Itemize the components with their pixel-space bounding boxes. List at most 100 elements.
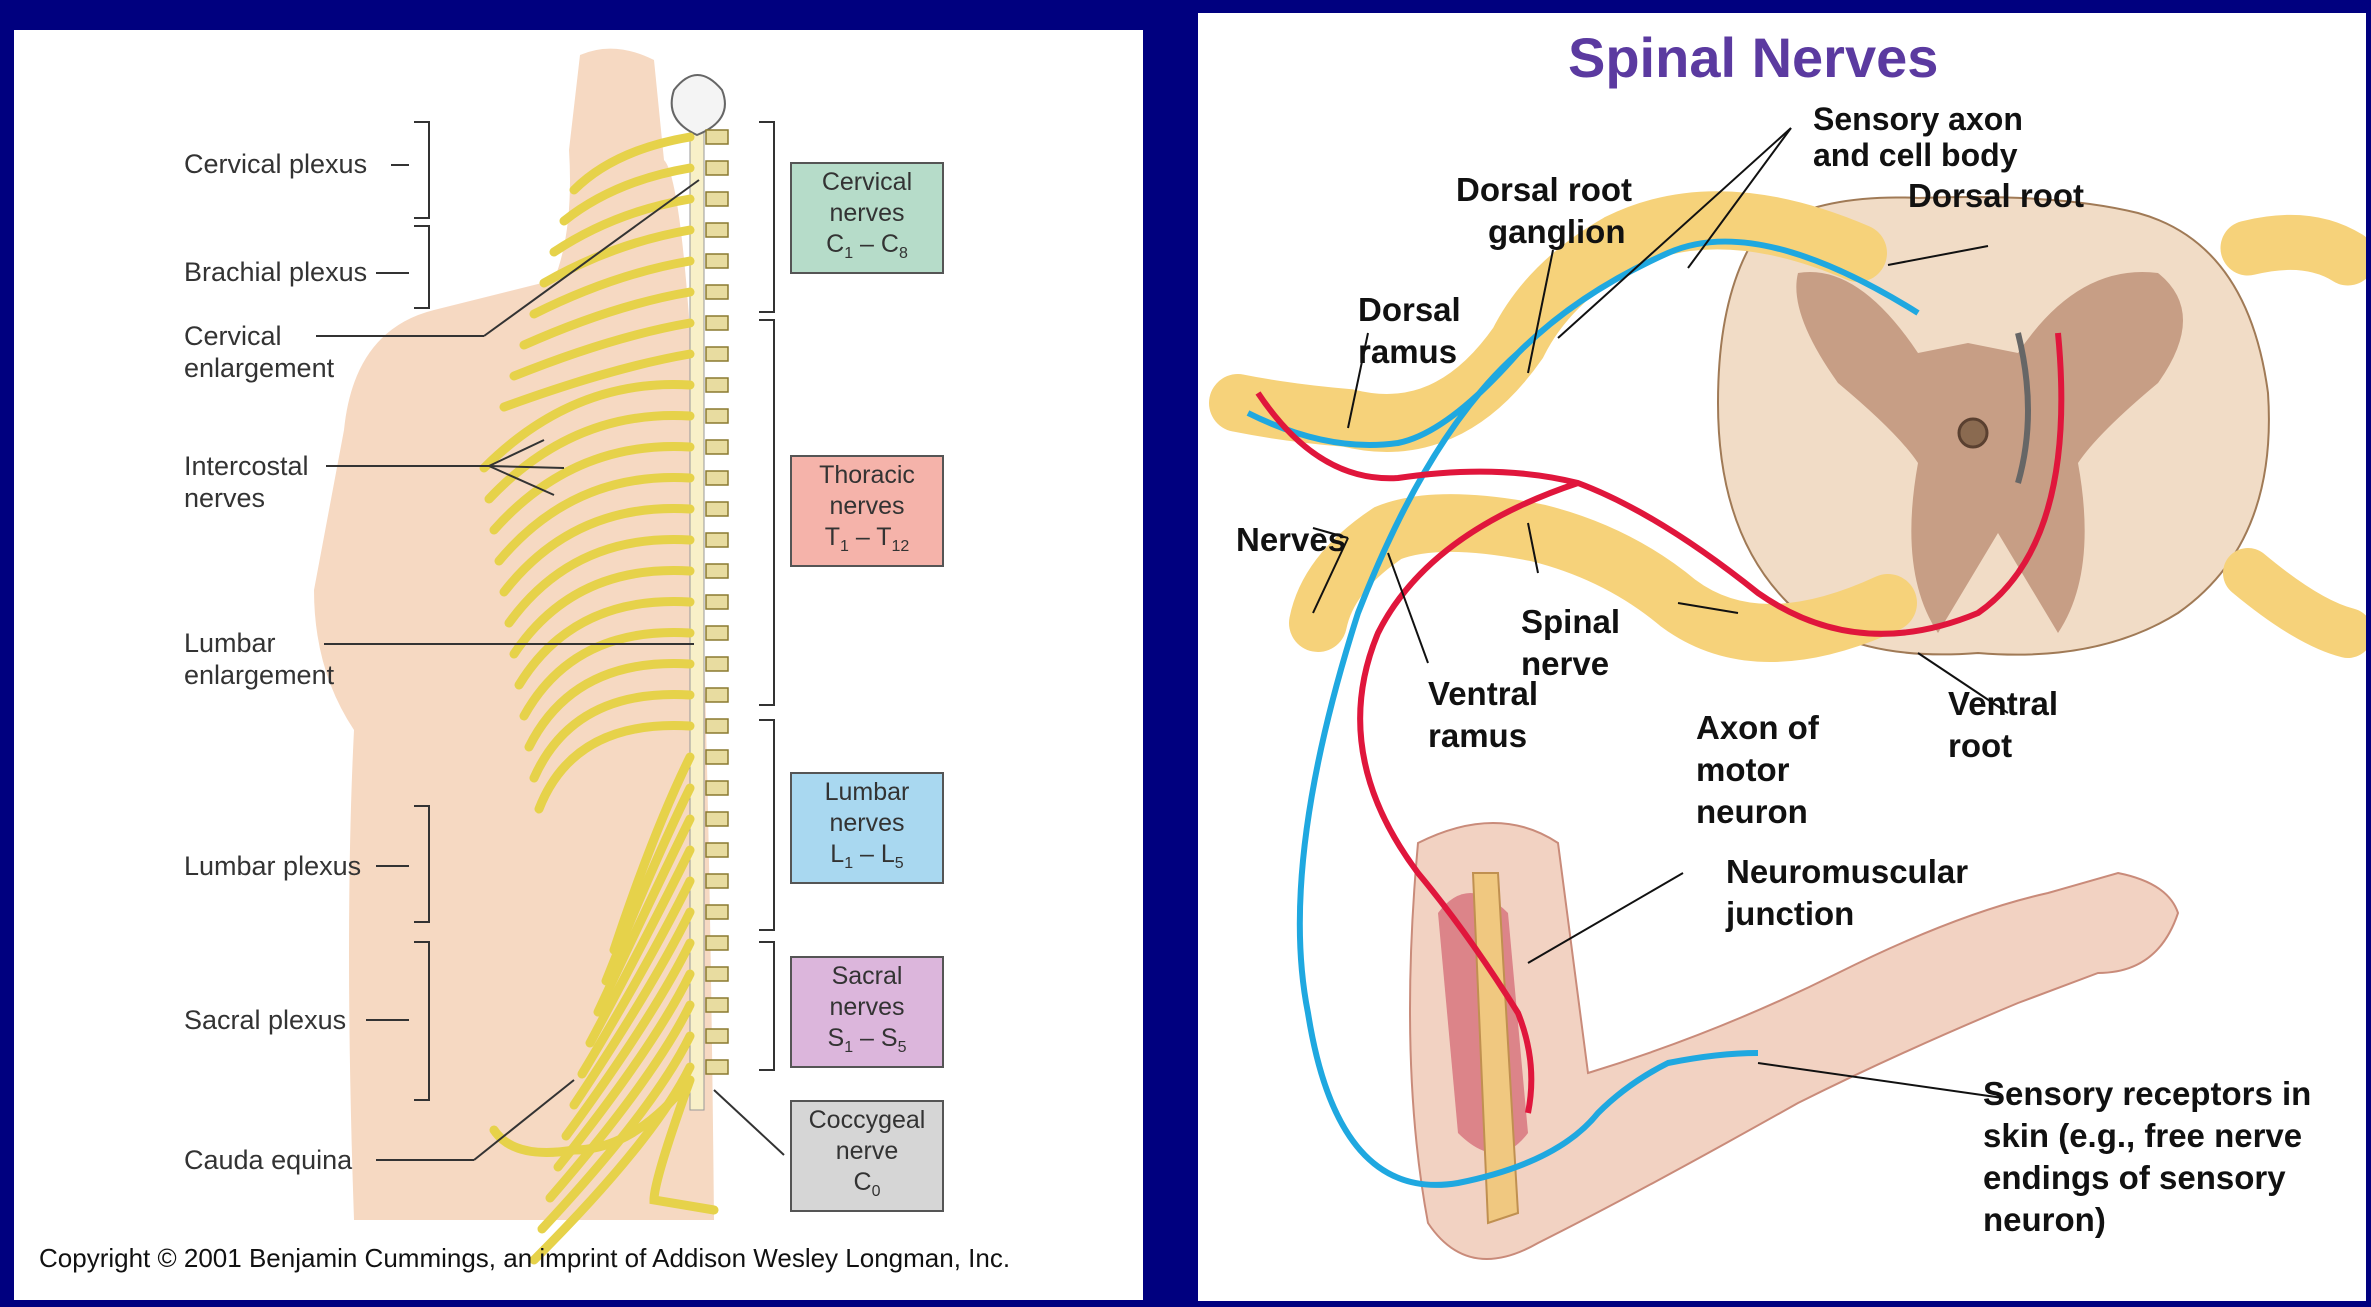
spinal-nerve-branch bbox=[561, 938, 695, 1141]
spinal-nerve-branch bbox=[549, 194, 695, 257]
dorsal-root-bundle bbox=[1209, 191, 1887, 452]
box-line-1: Cervical bbox=[821, 168, 913, 196]
spinal-nerve-branch bbox=[569, 132, 695, 195]
lumbar-enlargement-label-line2: enlargement bbox=[184, 660, 335, 690]
spinal-nerve-branch bbox=[499, 503, 695, 597]
box-range: C1 – C8 bbox=[826, 230, 908, 262]
box-line-2: nerves bbox=[829, 492, 905, 520]
vertebra-segment bbox=[705, 904, 729, 920]
spinal-nerve-label-line1: Spinal bbox=[1521, 603, 1621, 640]
vertebra-segment bbox=[705, 997, 729, 1013]
cauda-equina-label: Cauda equina bbox=[184, 1145, 353, 1175]
box-range: C0 bbox=[853, 1168, 881, 1200]
cauda-equina-branch bbox=[489, 1075, 719, 1215]
vertebra-segment bbox=[705, 408, 729, 424]
diagram-title: Spinal Nerves bbox=[1568, 26, 1939, 89]
vertebra-segment bbox=[705, 284, 729, 300]
box-range: S1 – S5 bbox=[827, 1024, 907, 1056]
box-line-2: nerve bbox=[835, 1137, 899, 1165]
ventral-root-bundle bbox=[1289, 494, 1917, 662]
vertebra-segment bbox=[705, 718, 729, 734]
spinal-nerve-branch bbox=[577, 876, 695, 1079]
spinal-nerve-branch bbox=[601, 783, 695, 986]
nerves-label: Nerves bbox=[1236, 521, 1347, 558]
vertebra-segment bbox=[705, 656, 729, 672]
dorsal-root-ganglion-label-line1: Dorsal root bbox=[1456, 171, 1633, 208]
sensory-axon-label-line2: and cell body bbox=[1813, 137, 2018, 173]
vertebra-segment bbox=[705, 222, 729, 238]
vertebra-segment bbox=[705, 315, 729, 331]
dorsal-ramus-label-line1: Dorsal bbox=[1358, 291, 1461, 328]
vertebra-segment bbox=[705, 377, 729, 393]
gray-matter bbox=[1796, 272, 2183, 633]
right-ventral-root bbox=[2223, 548, 2366, 658]
vertebra-segment bbox=[705, 160, 729, 176]
central-canal bbox=[1957, 417, 1989, 449]
spinal-nerve-branch bbox=[519, 627, 695, 721]
range-start-subscript: 0 bbox=[871, 1183, 881, 1200]
label-brackets bbox=[316, 121, 785, 1161]
cervical-nerves-box: Cervical nerves C1 – C8 bbox=[790, 162, 944, 274]
dorsal-ramus-label-line2: ramus bbox=[1358, 333, 1458, 370]
vertebra-segment bbox=[705, 532, 729, 548]
motor-axon-label-line1: Axon of bbox=[1696, 709, 1819, 746]
brachial-plexus-label: Brachial plexus bbox=[184, 257, 368, 287]
vertebra-segment bbox=[705, 470, 729, 486]
spinal-nerve-branch bbox=[593, 814, 695, 1017]
cervical-plexus-label: Cervical plexus bbox=[184, 149, 368, 179]
neuromuscular-junction-label-line1: Neuromuscular bbox=[1726, 853, 1969, 890]
motor-neuron-pathway bbox=[1255, 332, 2065, 1114]
intercostal-nerves-label-line2: nerves bbox=[184, 483, 266, 513]
sensory-receptors-label-line4: neuron) bbox=[1983, 1201, 2106, 1238]
spinal-nerve-branch bbox=[514, 596, 695, 690]
vertebra-segment bbox=[705, 129, 729, 145]
vertebra-segment bbox=[705, 749, 729, 765]
copyright-notice: Copyright © 2001 Benjamin Cummings, an i… bbox=[39, 1243, 1011, 1273]
spinal-nerves-illustration bbox=[314, 48, 785, 1265]
sacral-plexus-label: Sacral plexus bbox=[184, 1005, 347, 1035]
motor-axon-label-line2: motor bbox=[1696, 751, 1790, 788]
sensory-neuron-pathway bbox=[1246, 238, 1920, 1188]
spinal-nerve-branch bbox=[534, 720, 695, 814]
box-line-2: nerves bbox=[829, 199, 905, 227]
spinal-nerve-branch bbox=[484, 411, 695, 504]
spinal-nerves-detail-panel: Spinal Nerves Sensory axon and cell body… bbox=[1198, 13, 2366, 1301]
spinal-nerve-branch bbox=[585, 845, 695, 1048]
box-line-1: Coccygeal bbox=[808, 1106, 926, 1134]
dorsal-root-label: Dorsal root bbox=[1908, 177, 2085, 214]
range-start-subscript: 1 bbox=[844, 1039, 854, 1056]
vertebra-segment bbox=[705, 1028, 729, 1044]
range-end-subscript: 8 bbox=[898, 245, 908, 262]
box-line-1: Thoracic bbox=[819, 461, 915, 489]
spinal-nerve-branch bbox=[489, 442, 695, 535]
spinal-nerve-branch bbox=[479, 380, 695, 473]
range-end-subscript: 5 bbox=[894, 855, 904, 872]
vertebra-segment bbox=[705, 780, 729, 796]
neuromuscular-junction-label-line2: junction bbox=[1726, 895, 1855, 932]
vertebra-segment bbox=[705, 563, 729, 579]
motor-axon-label-line3: neuron bbox=[1696, 793, 1808, 830]
box-line-2: nerves bbox=[829, 809, 905, 837]
box-line-2: nerves bbox=[829, 993, 905, 1021]
spinal-nerve-branch bbox=[509, 565, 695, 659]
spinal-nerve-branch bbox=[569, 907, 695, 1110]
vertebra-segment bbox=[705, 842, 729, 858]
spinal-nerve-branch bbox=[509, 318, 695, 381]
range-end-subscript: 5 bbox=[897, 1039, 907, 1056]
ventral-root-label-line2: root bbox=[1948, 727, 2013, 764]
spinal-nerve-branch bbox=[494, 472, 695, 566]
spinal-nerve-label-line2: nerve bbox=[1521, 645, 1610, 682]
vertebra-segment bbox=[705, 966, 729, 982]
vertebra-segment bbox=[705, 594, 729, 610]
box-range: T1 – T12 bbox=[824, 523, 910, 555]
arm-illustration bbox=[1409, 822, 2180, 1260]
spinal-nerve-branch bbox=[537, 1031, 695, 1234]
spinal-nerve-cross-section-illustration bbox=[1209, 127, 2366, 1260]
vertebra-segment bbox=[705, 253, 729, 269]
sensory-receptors-label-line1: Sensory receptors in bbox=[1983, 1075, 2312, 1112]
ventral-root-label-line1: Ventral bbox=[1948, 685, 2059, 722]
spinal-nerve-branch bbox=[539, 225, 695, 288]
range-start-subscript: 1 bbox=[844, 855, 854, 872]
